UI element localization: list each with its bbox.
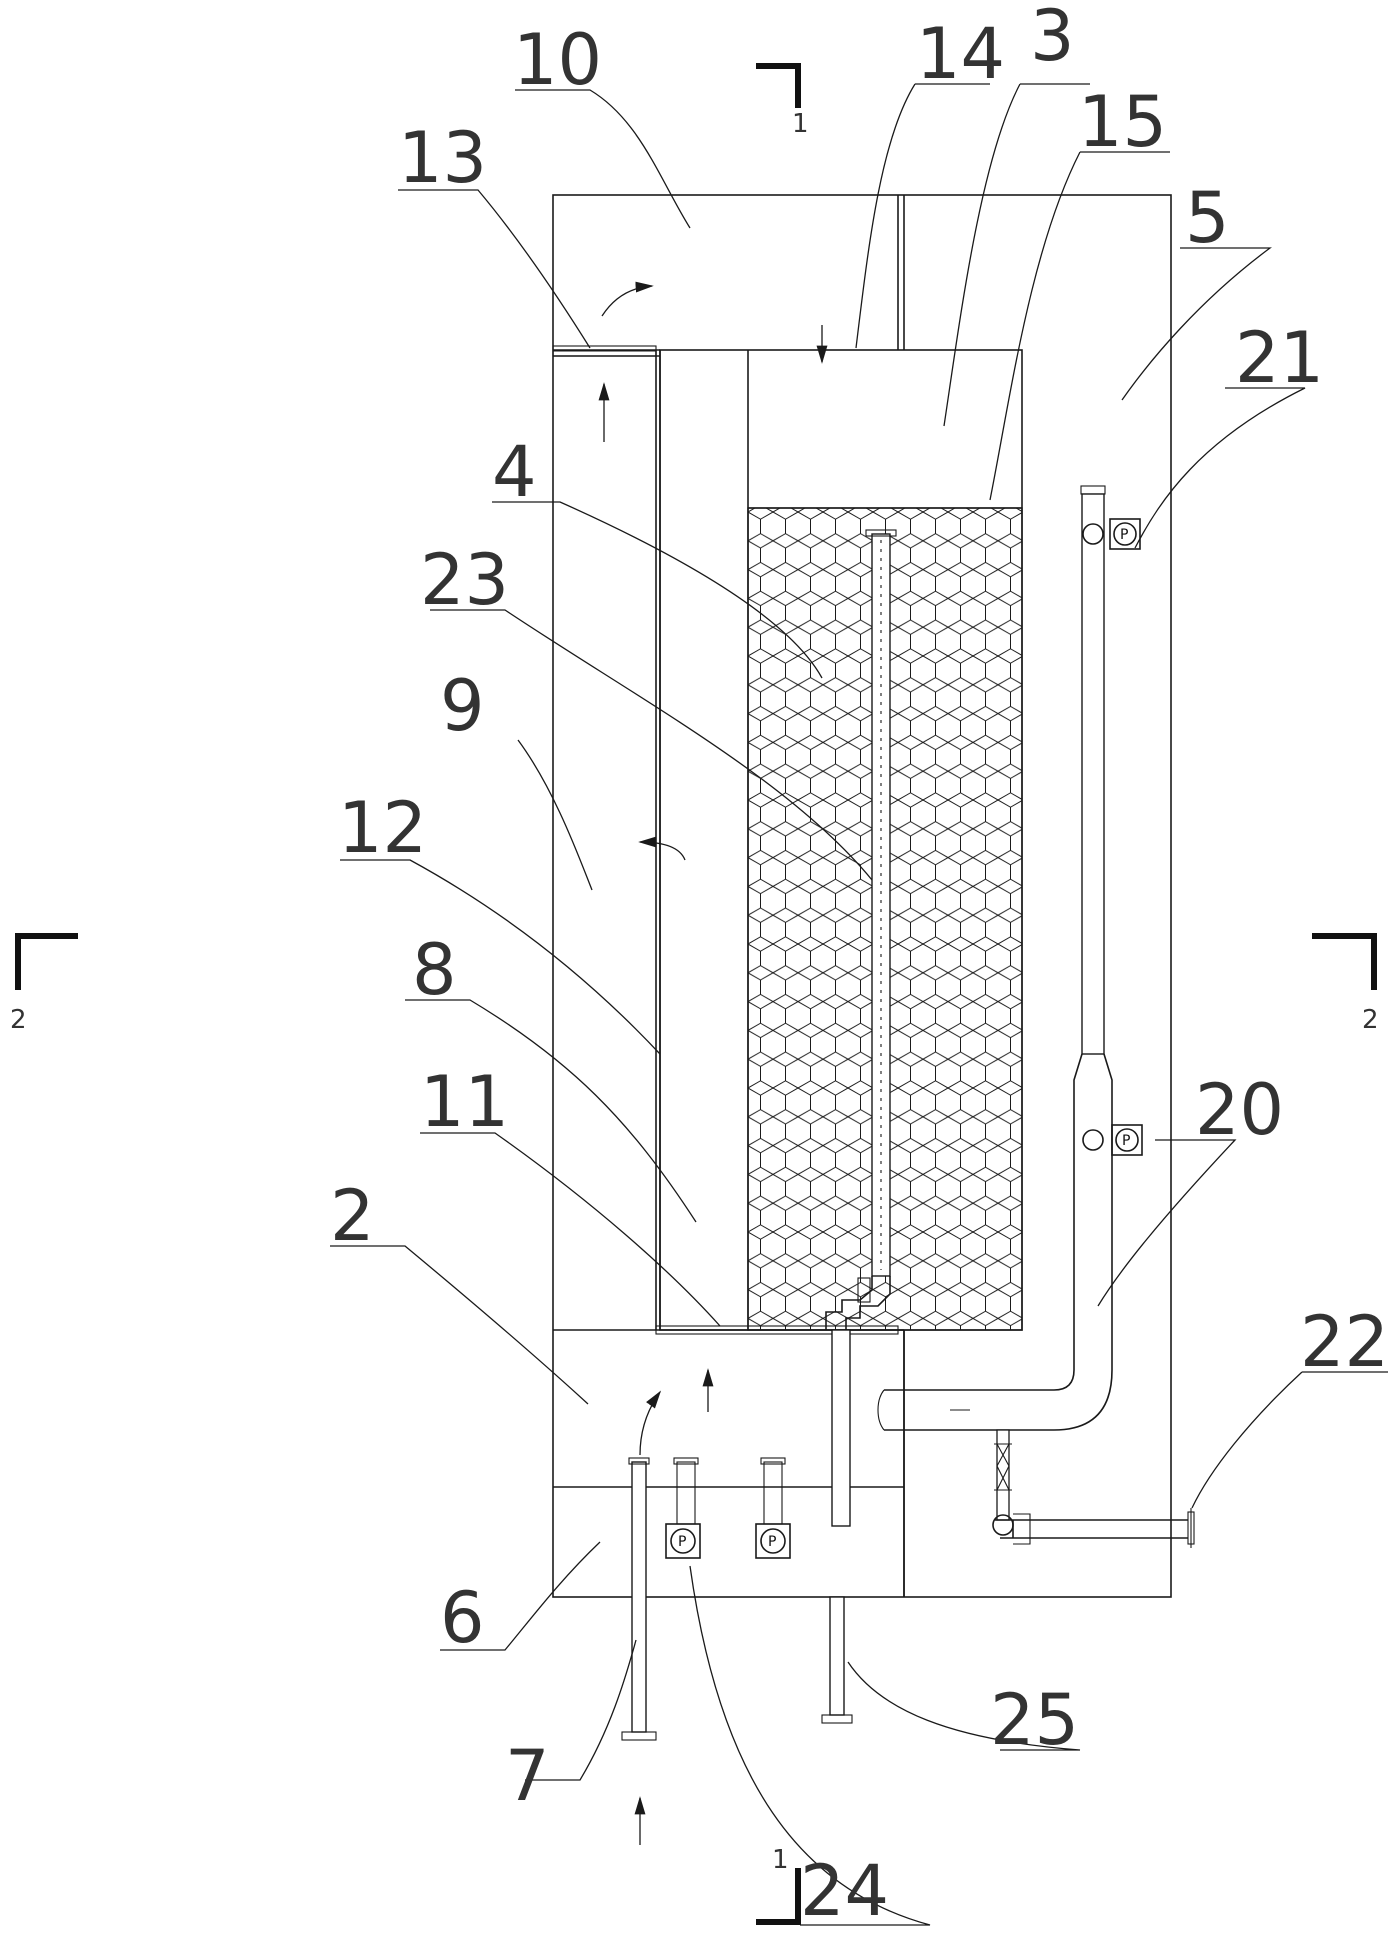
pump-24-a: P — [665, 1457, 701, 1559]
callout-10: 10 — [513, 19, 602, 101]
callout-leaders — [330, 83, 1388, 1926]
flow-arrows — [598, 281, 828, 1845]
callout-15: 15 — [1078, 81, 1167, 163]
callout-21: 21 — [1235, 317, 1324, 399]
callout-14: 14 — [916, 13, 1005, 95]
callout-3: 3 — [1030, 0, 1075, 77]
discharge-pipe — [992, 1429, 1195, 1548]
pump-lower: P — [1082, 1124, 1143, 1156]
pump-letter: P — [678, 1534, 686, 1550]
inlet-pipe — [621, 1457, 657, 1741]
svg-text:2: 2 — [10, 1005, 27, 1035]
callout-7: 7 — [505, 1735, 550, 1817]
drain-pipe — [821, 1596, 853, 1724]
callout-20: 20 — [1195, 1069, 1284, 1151]
pump-24-b: P — [755, 1457, 791, 1559]
central-pipe — [822, 529, 897, 1527]
riser-pipe: P P — [877, 485, 1143, 1431]
callout-22: 22 — [1300, 1301, 1389, 1383]
callout-2: 2 — [330, 1175, 375, 1257]
callout-8: 8 — [412, 929, 457, 1011]
svg-text:2: 2 — [1362, 1005, 1379, 1035]
pump-letter: P — [768, 1534, 776, 1550]
callout-5: 5 — [1185, 177, 1230, 259]
callout-24: 24 — [800, 1850, 889, 1932]
callout-11: 11 — [420, 1061, 509, 1143]
callout-9: 9 — [440, 665, 485, 747]
section-mark-2-right: 2 — [1312, 933, 1379, 1035]
callout-25: 25 — [990, 1679, 1079, 1761]
pump-upper: P — [1082, 518, 1141, 550]
callout-4: 4 — [492, 431, 537, 513]
svg-text:1: 1 — [772, 1845, 789, 1875]
callout-6: 6 — [440, 1577, 485, 1659]
pump-letter: P — [1120, 527, 1128, 543]
section-mark-1-bottom: 1 — [756, 1845, 801, 1925]
section-mark-1-top: 1 — [756, 63, 809, 139]
section-mark-2-left: 2 — [10, 933, 78, 1035]
callout-12: 12 — [338, 787, 427, 869]
pump-letter: P — [1122, 1133, 1130, 1149]
callout-13: 13 — [398, 117, 487, 199]
svg-text:1: 1 — [792, 109, 809, 139]
callout-labels: 10 14 3 15 13 5 21 4 23 9 12 8 20 11 2 2… — [330, 0, 1389, 1932]
callout-23: 23 — [420, 539, 509, 621]
